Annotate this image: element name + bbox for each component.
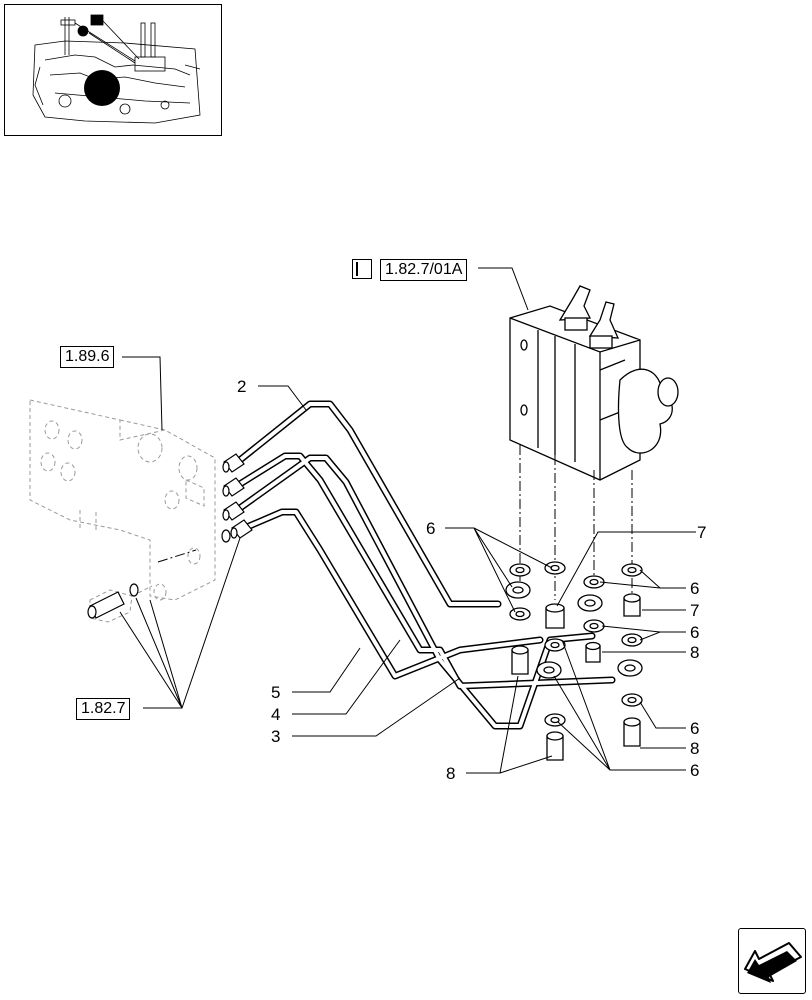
callout-6c: 6 [690,623,699,642]
control-valve-block[interactable] [509,285,679,481]
coupler-reference-label[interactable]: 1.82.7 [76,698,131,720]
callout-4: 4 [271,705,280,724]
callout-numbers: 2 6 7 6 7 6 8 5 4 3 6 8 8 6 [237,377,706,783]
callout-6a: 6 [426,519,435,538]
callout-2: 2 [237,377,246,396]
nav-arrow-button[interactable] [738,928,806,994]
callout-7a: 7 [697,523,706,542]
callout-6e: 6 [690,761,699,780]
callout-8c: 8 [446,764,455,783]
callout-8b: 8 [690,739,699,758]
callout-6d: 6 [690,719,699,738]
overview-thumbnail [4,4,222,136]
callout-6b: 6 [690,579,699,598]
callout-3: 3 [271,727,280,746]
fitting-parts[interactable] [505,561,643,761]
quick-coupler[interactable] [87,529,231,619]
arrow-left-down-icon [744,942,802,983]
reference-marker [352,259,372,279]
pipe-fittings [222,453,253,539]
callout-5: 5 [271,683,280,702]
callout-8a: 8 [690,643,699,662]
bracket-reference-label[interactable]: 1.89.6 [60,346,115,368]
ghost-bracket [29,399,216,623]
tractor-overview-icon [32,14,201,124]
callout-7b: 7 [690,601,699,620]
leader-lines [119,267,696,774]
valve-reference-label[interactable]: 1.82.7/01A [380,259,468,281]
